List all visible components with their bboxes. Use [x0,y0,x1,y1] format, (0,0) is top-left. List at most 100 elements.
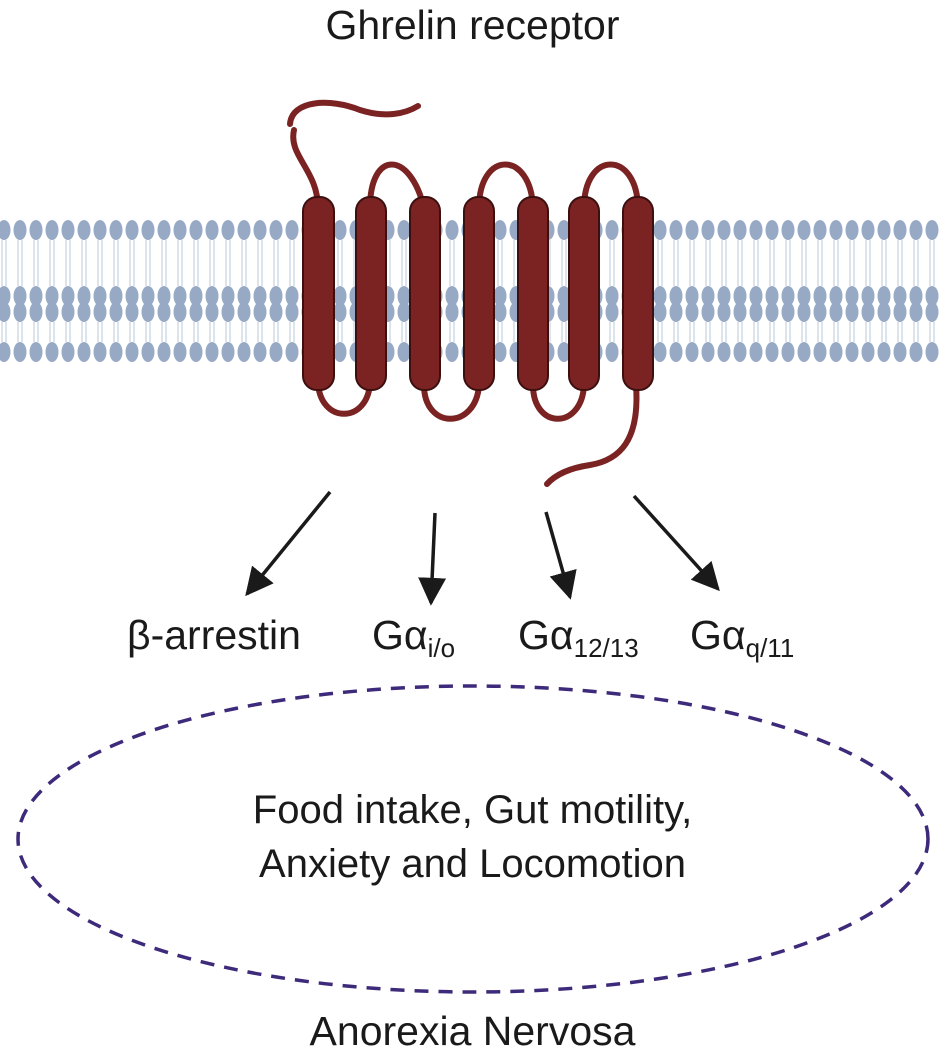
lipid-head [125,342,139,362]
lipid-head [669,302,683,322]
lipid-head [269,286,283,306]
lipid-head [733,342,747,362]
lipid-head [909,286,923,306]
lipid-head [173,220,187,240]
lipid-head [269,342,283,362]
lipid-head [109,286,123,306]
arrow-g-alpha-i-o [418,512,447,606]
lipid-head [813,302,827,322]
lipid-head [253,342,267,362]
lipid-head [29,342,43,362]
lipid-head [45,286,59,306]
lipid-head [77,220,91,240]
lipid-head [333,302,347,322]
lipid-head [45,342,59,362]
lipid-head [861,220,875,240]
lipid-head [29,302,43,322]
lipid-head [61,342,75,362]
lipid-head [285,302,299,322]
lipid-head [253,302,267,322]
lipid-head [221,220,235,240]
lipid-head [205,286,219,306]
lipid-head [493,342,507,362]
lipid-head [893,342,907,362]
ghrelin-receptor [287,99,654,487]
arrow-g-alpha-q-11 [632,494,720,592]
effects-ellipse [16,684,930,994]
lipid-head [845,286,859,306]
pathway-g-alpha-i-o: Gαi/o [372,612,455,661]
lipid-head [397,342,411,362]
lipid-head [397,220,411,240]
lipid-head [205,220,219,240]
lipid-head [701,286,715,306]
lipid-head [141,286,155,306]
lipid-head [333,220,347,240]
lipid-head [109,220,123,240]
lipid-head [253,220,267,240]
lipid-head [733,220,747,240]
lipid-head [125,302,139,322]
lipid-head [861,286,875,306]
effects-text: Food intake, Gut motility, Anxiety and L… [0,783,945,891]
lipid-head [93,302,107,322]
lipid-head [877,302,891,322]
receptor-loops [287,99,641,487]
lipid-head [0,220,11,240]
lipid-head [797,342,811,362]
lipid-head [717,220,731,240]
lipid-head [445,286,459,306]
lipid-head [765,342,779,362]
lipid-head [445,302,459,322]
lipid-head [173,286,187,306]
lipid-head [781,302,795,322]
pathway-label: Gα [372,612,428,658]
lipid-head [61,286,75,306]
lipid-head [445,220,459,240]
lipid-head [925,302,939,322]
signaling-arrows [245,490,720,606]
lipid-head [157,342,171,362]
lipid-head [877,220,891,240]
lipid-head [285,286,299,306]
lipid-head [877,286,891,306]
lipid-head [685,286,699,306]
lipid-head [605,286,619,306]
lipid-head [445,342,459,362]
lipid-head [653,286,667,306]
lipid-head [45,302,59,322]
pathway-subscript: q/11 [745,633,795,663]
lipid-head [797,286,811,306]
lipid-head [717,286,731,306]
lipid-head [93,286,107,306]
pathway-subscript: i/o [427,633,456,663]
lipid-head [493,302,507,322]
lipid-head [557,302,571,322]
lipid-head [925,342,939,362]
lipid-head [109,302,123,322]
lipid-head [77,342,91,362]
lipid-head [877,342,891,362]
lipid-head [13,342,27,362]
lipid-head [733,302,747,322]
lipid-head [237,286,251,306]
lipid-head [205,302,219,322]
lipid-head [77,286,91,306]
lipid-head [125,220,139,240]
diagram-title: Ghrelin receptor [325,2,620,48]
lipid-head [557,220,571,240]
lipid-head [493,220,507,240]
lipid-head [61,220,75,240]
lipid-head [829,220,843,240]
pathway-label: Gα [690,612,746,658]
lipid-head [861,342,875,362]
effects-line-1: Food intake, Gut motility, [252,788,693,832]
lipid-head [669,220,683,240]
lipid-head [157,220,171,240]
lipid-head [29,220,43,240]
helix-6 [568,196,600,391]
lipid-head [813,286,827,306]
lipid-head [765,286,779,306]
helix-2 [355,196,387,391]
lipid-head [397,286,411,306]
